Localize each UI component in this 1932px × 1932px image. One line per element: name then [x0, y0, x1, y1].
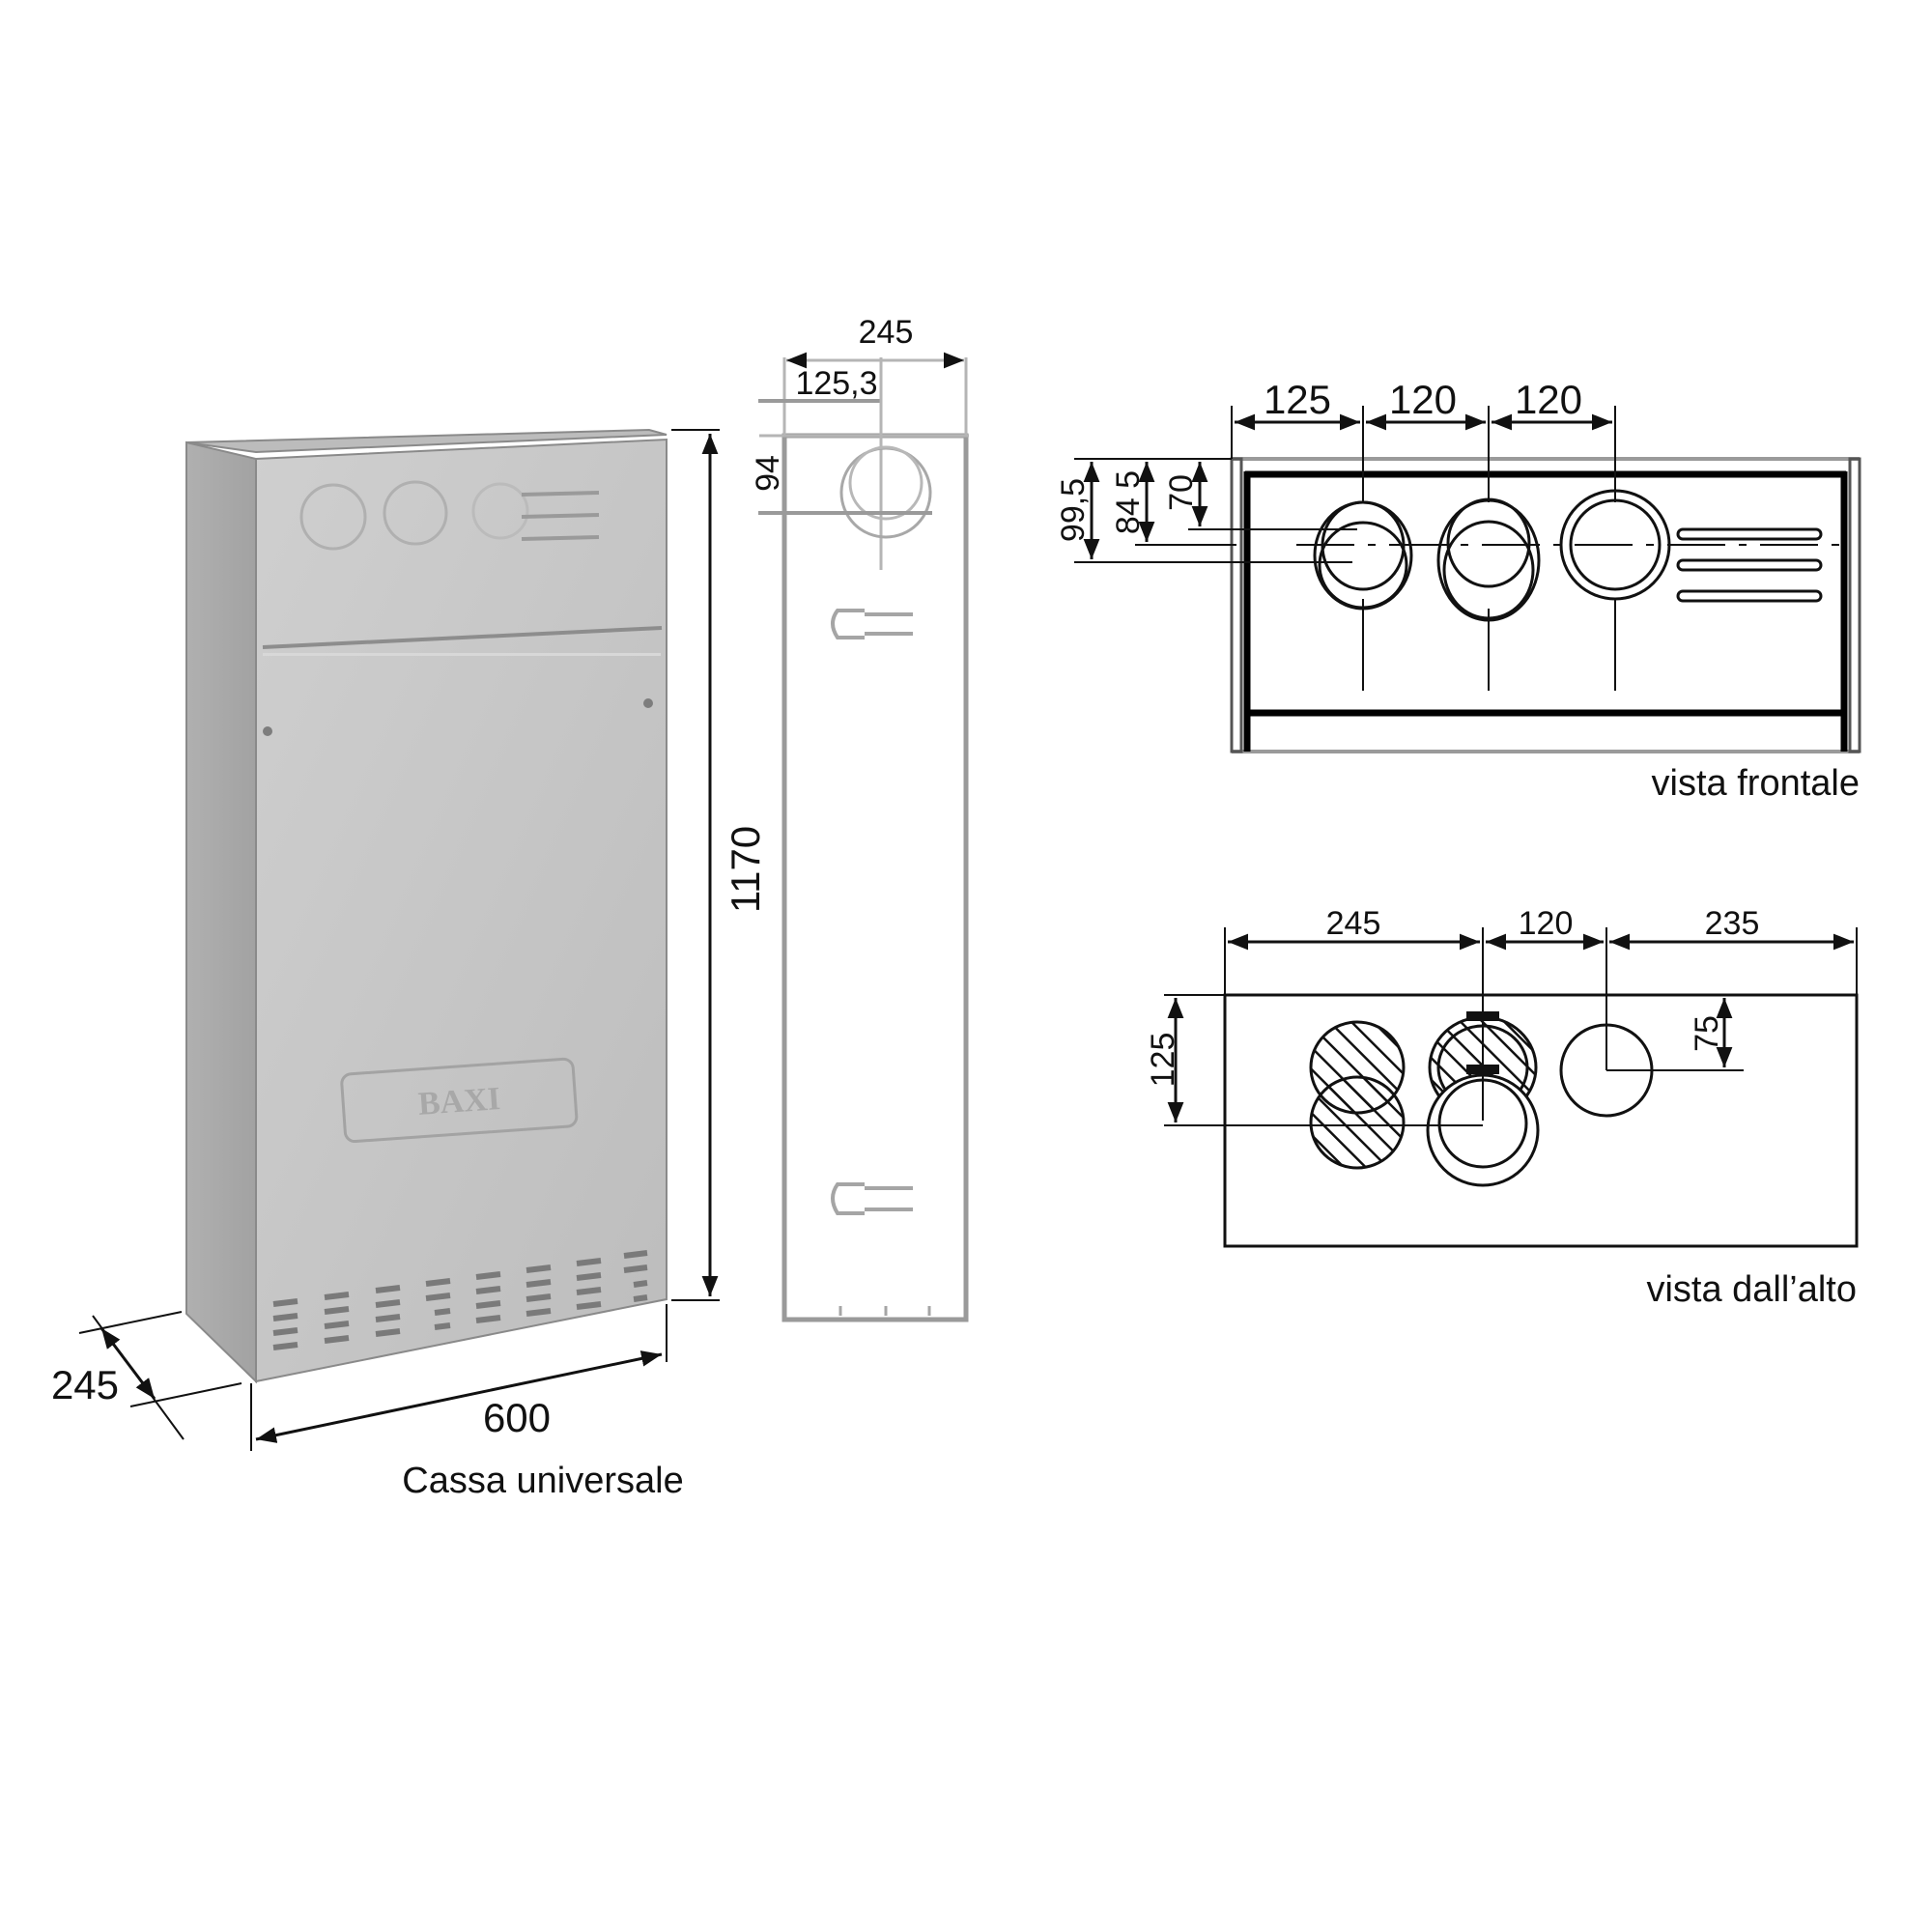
side-axis-height-label: 94 — [750, 455, 786, 492]
top-view-caption: vista dall’alto — [1646, 1269, 1857, 1310]
flue-opening-icon — [299, 483, 367, 551]
front-dim-label-2: 120 — [1389, 377, 1457, 422]
flue-2 — [1436, 497, 1541, 622]
top-dim-label-3: 235 — [1705, 905, 1760, 942]
depth-label: 245 — [51, 1362, 119, 1407]
side-axis-offset-label: 125,3 — [795, 365, 877, 402]
front-view: 125 120 120 — [1055, 377, 1861, 804]
front-vdim-label-1: 99,5 — [1055, 478, 1092, 542]
bottom-louvers — [272, 1250, 648, 1350]
airflow-arrow-icon — [831, 609, 913, 639]
flue-1 — [1313, 500, 1413, 611]
top-vdim-label-2: 75 — [1689, 1015, 1725, 1052]
perspective-caption: Cassa universale — [402, 1461, 683, 1501]
flue-opening-icon — [383, 480, 448, 546]
upper-vents — [521, 491, 600, 541]
front-vdim-label-3: 70 — [1163, 474, 1200, 511]
front-vents — [1676, 527, 1823, 603]
brand-plate: BAXI — [340, 1057, 579, 1144]
depth-dimension: 245 — [51, 1311, 242, 1440]
top-dim-label-2: 120 — [1519, 905, 1574, 942]
cabinet-top-face — [185, 428, 668, 454]
flue-outer-icon — [839, 446, 932, 539]
flue-opening-icon — [471, 482, 529, 540]
height-dimension: 1170 — [671, 429, 768, 1301]
top-dim-label-1: 245 — [1326, 905, 1381, 942]
side-view: 245 125,3 94 — [750, 314, 969, 1322]
brand-plate-text: BAXI — [417, 1081, 501, 1122]
front-vdim-label-2: 84 5 — [1110, 470, 1147, 534]
front-dim-label-3: 120 — [1515, 377, 1582, 422]
flue-inner-icon — [848, 445, 923, 521]
width-label: 600 — [483, 1395, 551, 1440]
front-view-caption: vista frontale — [1652, 763, 1860, 804]
front-dim-label-1: 125 — [1264, 377, 1331, 422]
cabinet-side-face — [185, 440, 257, 1384]
screw-icon — [263, 726, 272, 736]
top-vdim-label-1: 125 — [1145, 1033, 1181, 1088]
top-view: 245 120 235 125 75 vista dall’alto — [1145, 905, 1859, 1310]
airflow-arrow-icon — [831, 1182, 913, 1215]
height-label: 1170 — [723, 826, 768, 913]
hatched-flue-left — [1309, 1020, 1406, 1170]
cabinet-front-face — [255, 438, 668, 1383]
side-depth-label: 245 — [859, 314, 914, 351]
panel-divider — [262, 626, 663, 649]
perspective-view: BAXI — [51, 428, 768, 1501]
top-view-outline — [1223, 993, 1859, 1248]
width-dimension: 600 — [250, 1304, 668, 1451]
screw-icon — [643, 698, 653, 708]
